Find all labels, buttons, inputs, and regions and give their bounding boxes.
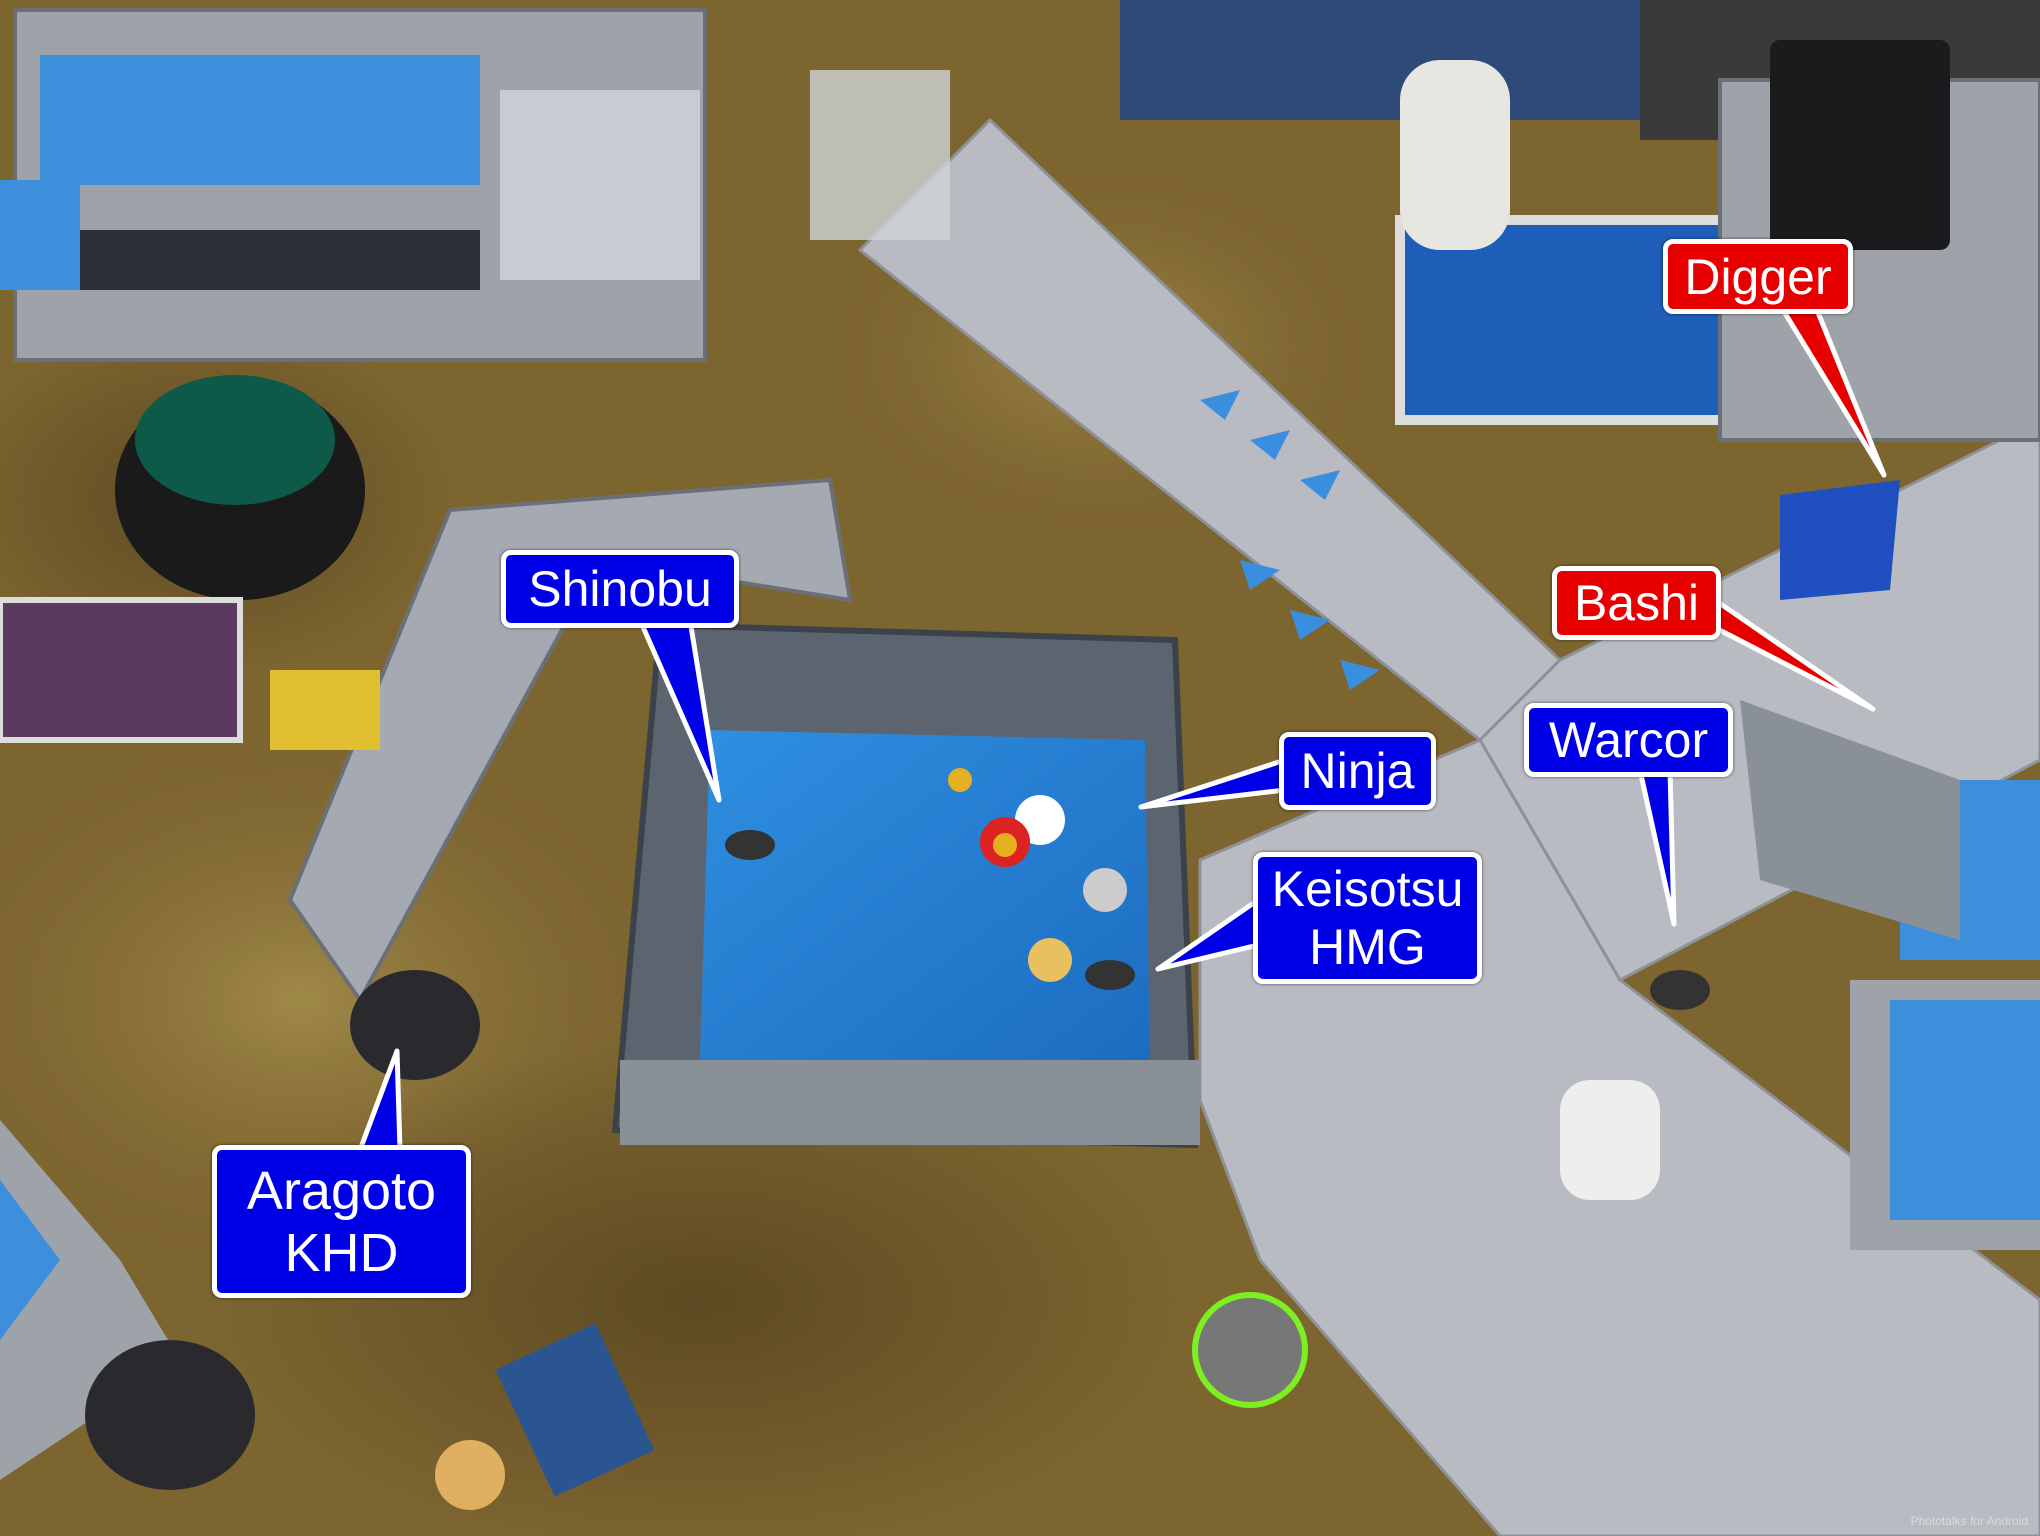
label-aragoto-khd: Aragoto KHD — [212, 1145, 471, 1298]
pointer-bashi — [1697, 597, 1876, 712]
pointer-keisotsu — [1155, 897, 1261, 972]
label-shinobu: Shinobu — [501, 550, 739, 628]
label-bashi: Bashi — [1552, 566, 1721, 640]
label-digger: Digger — [1663, 239, 1853, 314]
pointer-aragoto — [357, 1048, 403, 1153]
label-keisotsu-hmg: Keisotsu HMG — [1253, 852, 1482, 984]
pointer-ninja — [1138, 757, 1288, 810]
pointer-warcor — [1637, 767, 1677, 927]
building-center — [611, 621, 1200, 1149]
label-ninja: Ninja — [1279, 732, 1436, 810]
pointer-digger — [1777, 302, 1887, 478]
building-top-left — [0, 8, 707, 362]
pointer-shinobu — [637, 617, 722, 803]
watermark: Phototalks for Android — [1910, 1514, 2028, 1528]
label-warcor: Warcor — [1524, 703, 1733, 777]
